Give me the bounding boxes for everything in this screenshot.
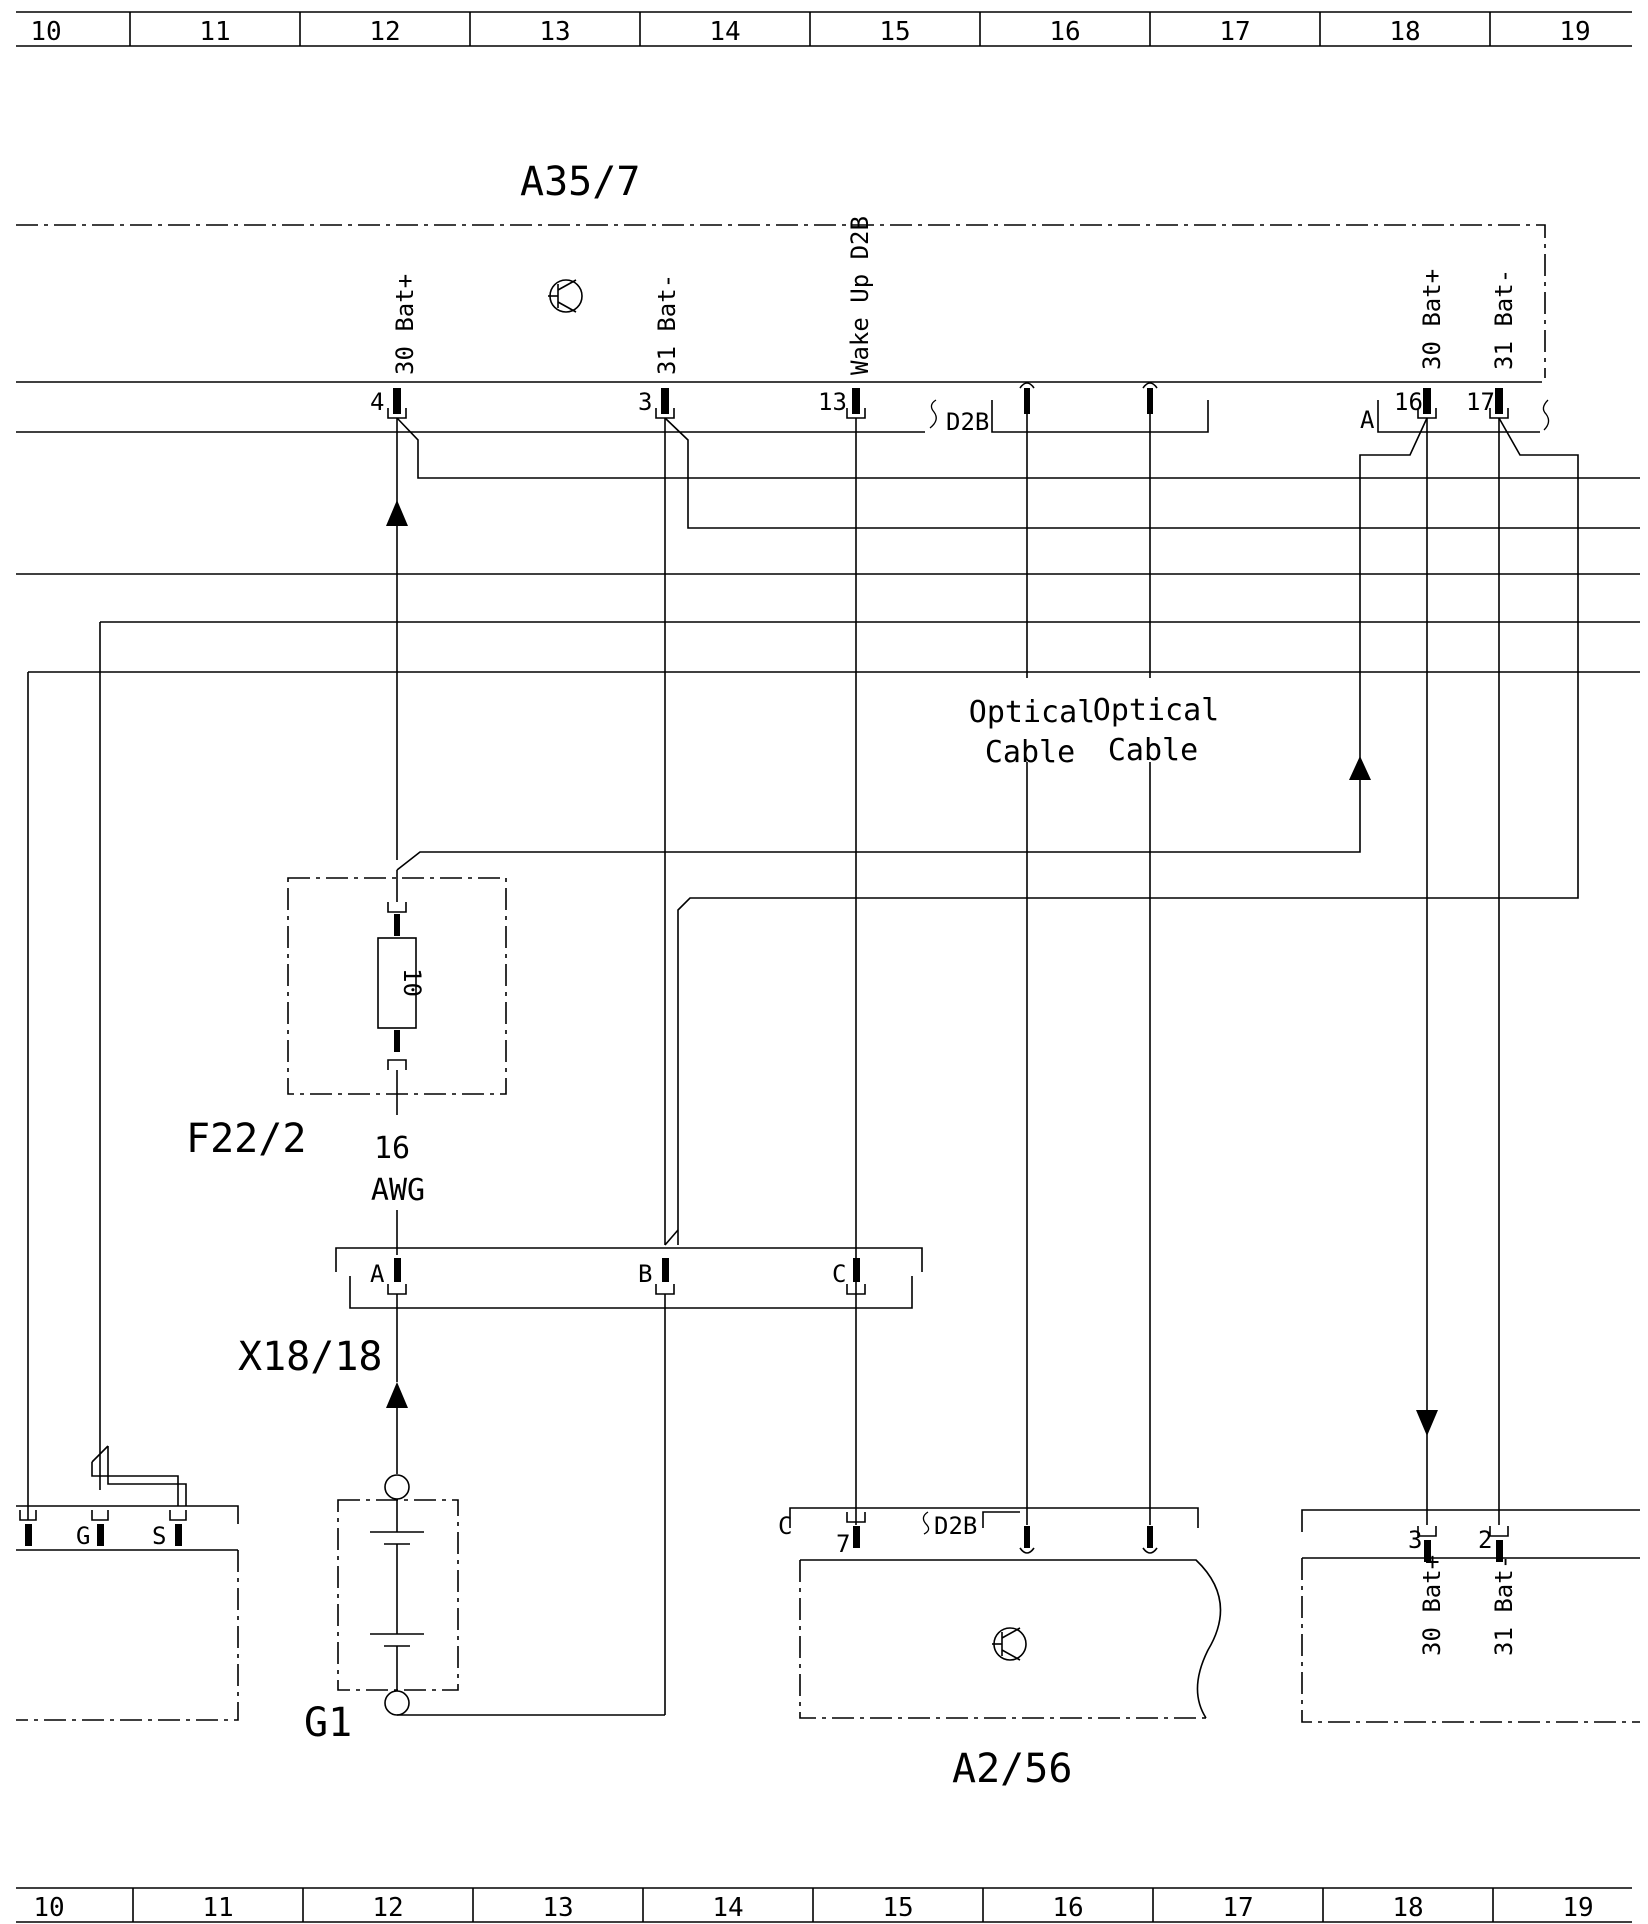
ruler-bottom-col-19: 19	[1562, 1893, 1593, 1923]
bottom-ruler: 10 11 12 13 14 15 16 17 18 19	[16, 1887, 1632, 1923]
a35-7-pin3-num: 3	[638, 388, 652, 416]
ruler-col-17: 17	[1219, 17, 1250, 47]
a35-7-pin4-num: 4	[370, 388, 384, 416]
a2-56-connector-c: C	[778, 1512, 792, 1540]
ruler-col-11: 11	[199, 17, 230, 47]
g1-label: G1	[304, 1700, 352, 1746]
direction-arrows	[386, 500, 1438, 1436]
a35-7-pin4-name: 30 Bat+	[391, 274, 419, 375]
arrow-up-icon	[1349, 756, 1371, 780]
a35-7-pin3-name: 31 Bat-	[653, 274, 681, 375]
right-device-pin3-num: 3	[1408, 1526, 1422, 1554]
left-device-pin-s: S	[152, 1522, 166, 1550]
optical-transceiver-icon	[992, 1627, 1027, 1661]
a35-7-label: A35/7	[520, 159, 640, 205]
x18-18-pin-a: A	[370, 1260, 385, 1288]
left-device: G S	[16, 1445, 239, 1721]
ruler-col-19: 19	[1559, 17, 1590, 47]
optical-cable-1-line2: Cable	[985, 735, 1075, 770]
ruler-bottom-col-12: 12	[372, 1893, 403, 1923]
top-ruler: 10 11 12 13 14 15 16 17 18 19	[16, 11, 1632, 47]
a35-7-pin16-name: 30 Bat+	[1418, 269, 1446, 370]
harness-wires	[16, 414, 1640, 1525]
ruler-bottom-col-16: 16	[1052, 1893, 1083, 1923]
a35-7-pin17-name: 31 Bat-	[1490, 269, 1518, 370]
optical-cable-1-line1: Optical	[969, 695, 1095, 730]
f22-2-fuse-block: 10 F22/2	[186, 870, 507, 1162]
ruler-col-12: 12	[369, 17, 400, 47]
x18-18-label: X18/18	[238, 1334, 383, 1380]
ruler-bottom-col-10: 10	[33, 1893, 64, 1923]
a2-56-pin-7: 7	[836, 1530, 850, 1558]
wire-gauge-size: 16	[374, 1131, 410, 1166]
x18-18-connector: A B C X18/18	[238, 1210, 923, 1715]
ruler-bottom-col-17: 17	[1222, 1893, 1253, 1923]
optical-cable-labels: Optical Cable Optical Cable	[969, 693, 1219, 770]
a35-7-connector-a-label: A	[1360, 406, 1375, 434]
ruler-bottom-col-15: 15	[882, 1893, 913, 1923]
optical-cable-2-line1: Optical	[1093, 693, 1219, 728]
arrow-down-icon	[1416, 1410, 1438, 1436]
wire-gauge-unit: AWG	[371, 1173, 425, 1208]
a2-56-label: A2/56	[952, 1746, 1072, 1792]
a2-56-d2b-label: D2B	[934, 1512, 977, 1540]
ruler-col-18: 18	[1389, 17, 1420, 47]
ruler-bottom-col-13: 13	[542, 1893, 573, 1923]
ruler-col-14: 14	[709, 17, 740, 47]
f22-2-label: F22/2	[186, 1116, 306, 1162]
fuse-rating: 10	[398, 968, 426, 997]
a35-7-d2b-label: D2B	[946, 408, 989, 436]
right-device-pin2-name: 31 Bat-	[1490, 1555, 1518, 1656]
optical-cable-2-line2: Cable	[1108, 733, 1198, 768]
ruler-col-16: 16	[1049, 17, 1080, 47]
a35-7-optical-ports	[929, 382, 1209, 433]
ruler-col-13: 13	[539, 17, 570, 47]
x18-18-pin-b: B	[638, 1260, 652, 1288]
right-device: 3 2 30 Bat+ 31 Bat-	[1301, 1509, 1640, 1723]
ruler-col-10: 10	[30, 17, 61, 47]
a35-7-pin13-num: 13	[818, 388, 847, 416]
x18-18-pin-c: C	[832, 1260, 846, 1288]
right-device-pin2-num: 2	[1478, 1526, 1492, 1554]
optical-transceiver-icon	[548, 279, 583, 313]
arrow-up-icon	[386, 500, 408, 526]
ruler-bottom-col-14: 14	[712, 1893, 743, 1923]
ruler-col-15: 15	[879, 17, 910, 47]
left-device-pin-g: G	[76, 1522, 90, 1550]
g1-battery: G1	[304, 1408, 665, 1746]
right-device-pin3-name: 30 Bat+	[1418, 1555, 1446, 1656]
ruler-bottom-col-18: 18	[1392, 1893, 1423, 1923]
a35-7-module: A35/7 30 Bat+ 31 Bat- Wake Up D2B 30 Bat…	[16, 159, 1550, 436]
a35-7-pin13-name: Wake Up D2B	[846, 216, 874, 375]
a2-56-module: C 7 D2B A2/56	[778, 1507, 1222, 1792]
ruler-bottom-col-11: 11	[202, 1893, 233, 1923]
arrow-up-icon	[386, 1382, 408, 1408]
